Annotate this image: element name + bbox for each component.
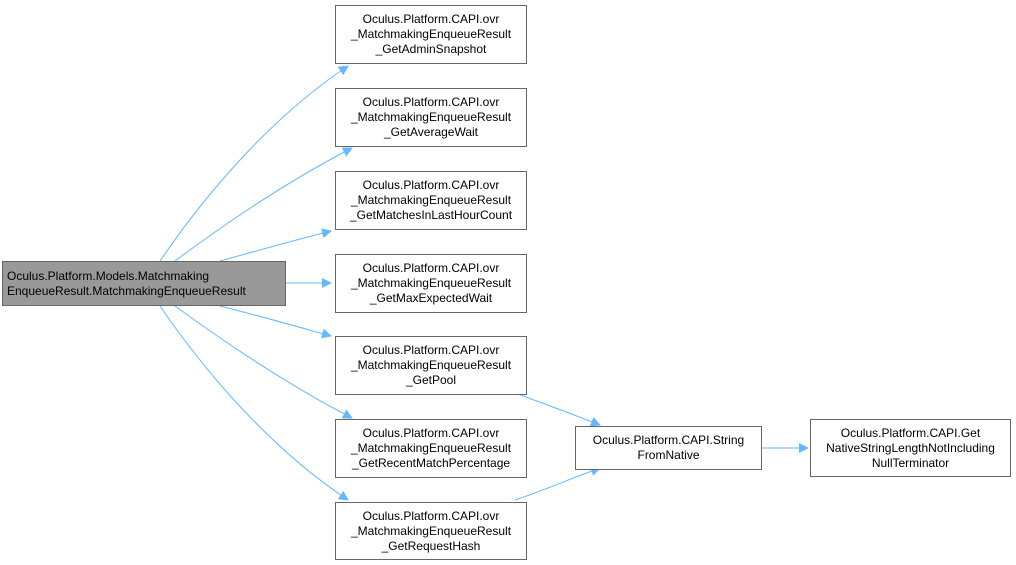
node-line: _GetAdminSnapshot — [375, 42, 487, 56]
node-line: FromNative — [637, 448, 700, 462]
edge-root-to-get-recent-match-percentage — [174, 305, 353, 419]
node-line: _MatchmakingEnqueueResult — [350, 276, 512, 290]
node-line: Oculus.Platform.CAPI.ovr — [362, 343, 500, 357]
node-get-matches-in-last-hour-count[interactable]: Oculus.Platform.CAPI.ovr _MatchmakingEnq… — [335, 171, 527, 230]
node-line: NativeStringLengthNotIncluding — [826, 440, 995, 455]
node-string-from-native[interactable]: Oculus.Platform.CAPI.String FromNative — [575, 426, 762, 470]
node-line: Oculus.Platform.Models.Matchmaking — [7, 268, 210, 283]
node-get-admin-snapshot[interactable]: Oculus.Platform.CAPI.ovr _MatchmakingEnq… — [335, 5, 527, 64]
node-get-request-hash[interactable]: Oculus.Platform.CAPI.ovr _MatchmakingEnq… — [335, 502, 527, 560]
node-line: Oculus.Platform.CAPI.ovr — [362, 261, 500, 275]
node-line: _GetRecentMatchPercentage — [351, 456, 511, 470]
node-line: _MatchmakingEnqueueResult — [350, 358, 512, 372]
edge-root-to-get-admin-snapshot — [159, 65, 349, 262]
node-line: _MatchmakingEnqueueResult — [350, 523, 512, 538]
node-get-recent-match-percentage[interactable]: Oculus.Platform.CAPI.ovr _MatchmakingEnq… — [335, 419, 527, 478]
node-line: Oculus.Platform.CAPI.ovr — [362, 95, 500, 109]
node-line: _GetMaxExpectedWait — [369, 291, 493, 305]
node-get-max-expected-wait[interactable]: Oculus.Platform.CAPI.ovr _MatchmakingEnq… — [335, 254, 527, 313]
node-line: Oculus.Platform.CAPI.String — [592, 433, 745, 447]
node-get-pool[interactable]: Oculus.Platform.CAPI.ovr _MatchmakingEnq… — [335, 336, 527, 395]
node-line: _MatchmakingEnqueueResult — [350, 441, 512, 455]
node-line: NullTerminator — [871, 455, 950, 470]
node-matchmaking-enqueue-result: Oculus.Platform.Models.Matchmaking Enque… — [2, 261, 286, 306]
edge-root-to-get-request-hash — [159, 305, 349, 501]
node-line: Oculus.Platform.CAPI.ovr — [362, 12, 500, 26]
edge-get-request-hash-to-string-from-native — [514, 466, 601, 501]
node-line: Oculus.Platform.CAPI.ovr — [362, 178, 500, 192]
node-line: _GetPool — [405, 373, 457, 387]
node-line: _GetRequestHash — [381, 538, 481, 553]
node-line: Oculus.Platform.CAPI.Get — [840, 425, 981, 440]
node-line: Oculus.Platform.CAPI.ovr — [362, 426, 500, 440]
node-line: _GetAverageWait — [383, 125, 479, 139]
node-get-average-wait[interactable]: Oculus.Platform.CAPI.ovr _MatchmakingEnq… — [335, 88, 527, 147]
node-line: _MatchmakingEnqueueResult — [350, 27, 512, 41]
node-line: EnqueueResult.MatchmakingEnqueueResult — [7, 283, 246, 298]
node-line: _MatchmakingEnqueueResult — [350, 110, 512, 124]
edge-get-pool-to-string-from-native — [514, 392, 601, 427]
edge-root-to-get-average-wait — [174, 147, 353, 262]
node-get-native-string-length[interactable]: Oculus.Platform.CAPI.Get NativeStringLen… — [810, 419, 1011, 477]
edge-root-to-get-pool — [219, 305, 332, 339]
edge-root-to-get-matches-in-last-hour-count — [219, 228, 332, 262]
node-line: _MatchmakingEnqueueResult — [350, 193, 512, 207]
node-line: Oculus.Platform.CAPI.ovr — [362, 508, 500, 523]
node-line: _GetMatchesInLastHourCount — [349, 208, 513, 222]
